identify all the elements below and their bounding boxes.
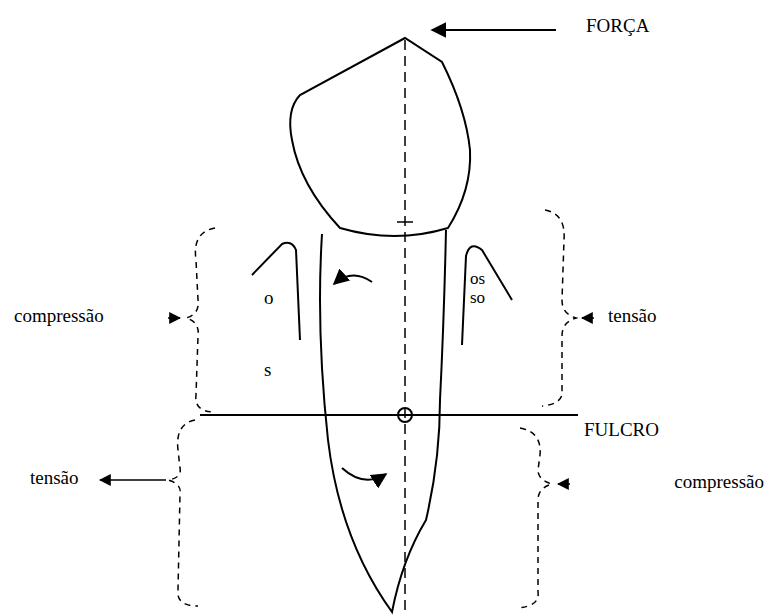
bone-letter: o — [264, 288, 274, 309]
bracket — [186, 228, 215, 412]
leader-arrow — [558, 483, 570, 485]
tooth-root — [320, 230, 446, 612]
leader-arrow — [168, 317, 180, 319]
bracket — [168, 420, 198, 606]
rotation-arrow — [342, 468, 386, 480]
force-arrow — [432, 29, 556, 31]
tooth-axis — [404, 40, 406, 616]
bracket — [518, 428, 552, 608]
fulcrum-label: FULCRO — [582, 420, 661, 441]
bracket — [542, 210, 576, 406]
force-label: FORÇA — [586, 16, 649, 37]
compression-label: compressão — [14, 306, 104, 327]
bone-right — [462, 246, 512, 345]
axis-tick — [397, 221, 413, 223]
leader-arrow — [582, 317, 594, 319]
rotation-arrow — [334, 275, 372, 284]
compression-label: compressão — [674, 472, 764, 493]
tension-label: tensão — [608, 306, 657, 327]
leader-arrow — [100, 479, 166, 481]
bone-label: osso — [469, 270, 486, 307]
bone-left — [252, 243, 300, 340]
fulcrum-line — [200, 414, 578, 416]
tooth-crown — [290, 38, 470, 236]
tension-label: tensão — [30, 468, 79, 489]
bone-letter: s — [264, 360, 271, 381]
